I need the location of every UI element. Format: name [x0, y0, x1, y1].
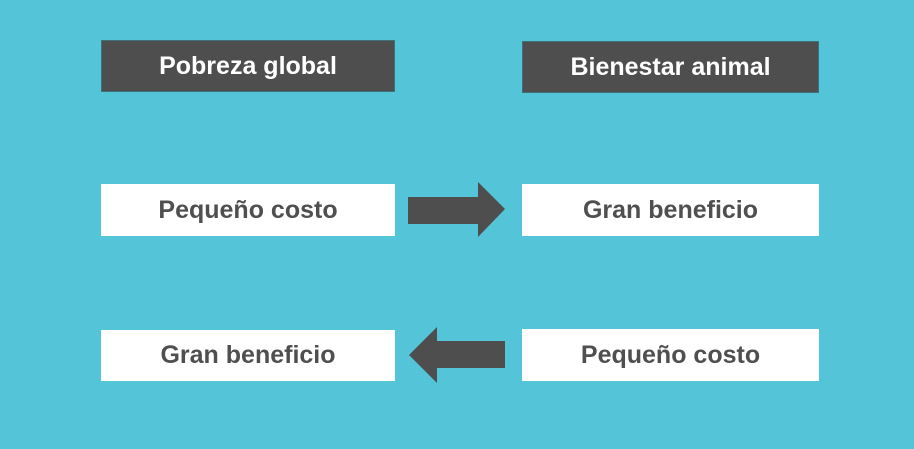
header-label: Pobreza global	[159, 51, 337, 80]
cell-label: Pequeño costo	[580, 340, 761, 369]
cell-global-poverty-row1: Pequeño costo	[101, 184, 395, 236]
header-global-poverty: Pobreza global	[101, 40, 395, 92]
cell-global-poverty-row2: Gran beneficio	[101, 330, 395, 381]
header-label: Bienestar animal	[570, 52, 771, 81]
header-animal-welfare: Bienestar animal	[522, 41, 819, 93]
cell-label: Pequeño costo	[158, 195, 338, 224]
arrow-left-icon	[409, 327, 505, 383]
arrow-right-icon	[408, 182, 505, 237]
cell-animal-welfare-row1: Gran beneficio	[522, 184, 819, 236]
cell-animal-welfare-row2: Pequeño costo	[522, 329, 819, 381]
cell-label: Gran beneficio	[582, 195, 759, 224]
cell-label: Gran beneficio	[160, 341, 336, 369]
